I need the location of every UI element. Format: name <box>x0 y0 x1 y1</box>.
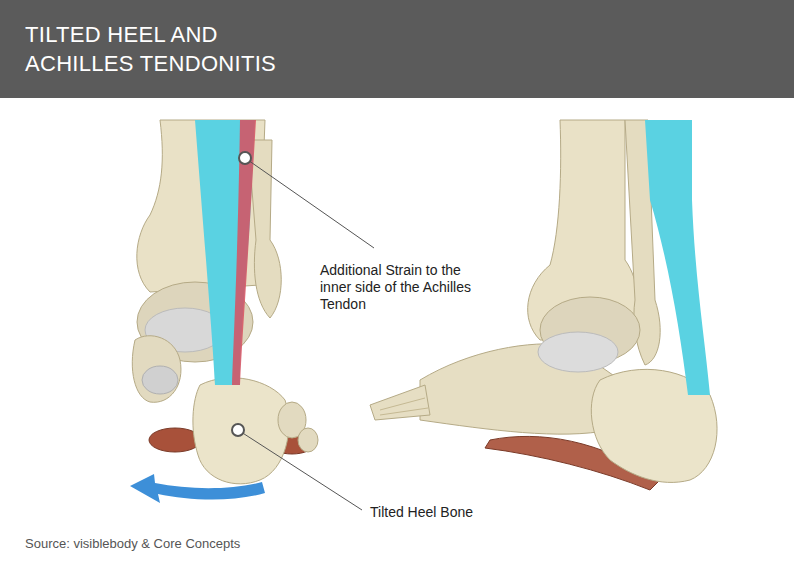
source-caption: Source: visiblebody & Core Concepts <box>25 536 240 552</box>
header-band <box>0 0 794 98</box>
callout-label: Additional Strain to the inner side of t… <box>320 262 485 313</box>
callout-label: Tilted Heel Bone <box>370 504 473 521</box>
title-heading: TILTED HEEL AND ACHILLES TENDONITIS <box>25 20 325 78</box>
